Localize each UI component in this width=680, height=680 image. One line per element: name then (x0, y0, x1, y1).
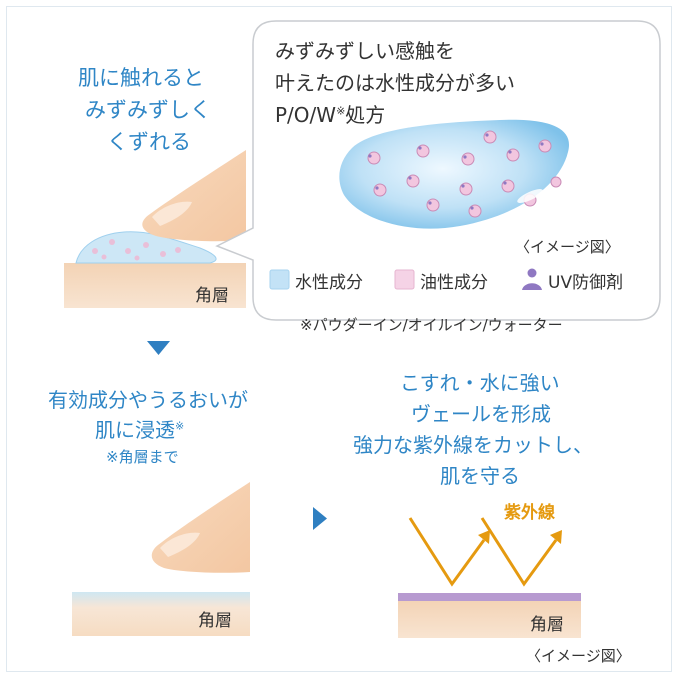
bubble-image-note: 〈イメージ図〉 (515, 238, 620, 256)
step1-layer-label: 角層 (195, 286, 229, 306)
step1-line-2: みずみずしく (85, 98, 211, 122)
bubble-line-3: P/O/W※処方 (275, 99, 385, 128)
step1-line-1: 肌に触れると (78, 66, 204, 90)
step1-finger (142, 150, 246, 242)
drop-uv-dots (368, 133, 544, 210)
formula-mark: ※ (336, 104, 346, 118)
legend-swatch-uv (522, 268, 542, 290)
step3-line-3: 強力な紫外線をカットし、 (353, 433, 593, 457)
step2-layer-label: 角層 (198, 611, 232, 631)
uv-ray-2 (480, 517, 558, 587)
step1-cream-dots (92, 239, 181, 261)
legend-swatch-water (269, 269, 290, 290)
arrow-right (313, 507, 327, 530)
uv-ray-1-head (478, 530, 490, 544)
legend-label-uv: UV防御剤 (548, 273, 624, 293)
step3-line-2: ヴェールを形成 (411, 402, 551, 426)
step2-mark: ※ (175, 419, 185, 433)
water-drop (339, 119, 570, 229)
legend-swatch-oil (394, 269, 415, 290)
uv-ray-2-head (550, 530, 562, 544)
step2-skin-layer (72, 592, 250, 636)
formula-name: P/O/W (275, 103, 337, 127)
legend-label-water: 水性成分 (295, 273, 363, 293)
step2-line-2: 肌に浸透※ (95, 414, 184, 443)
pow-footnote: ※パウダーイン/オイルイン/ウォーター (300, 316, 563, 334)
step2-line-1: 有効成分やうるおいが (48, 388, 248, 412)
step2-fingernail (160, 532, 200, 557)
step2-finger (151, 482, 250, 573)
step1-line-3: くずれる (107, 130, 191, 154)
step1-skin-layer (64, 263, 246, 308)
formula-suffix: 処方 (345, 103, 386, 127)
image-note-bottom: 〈イメージ図〉 (526, 647, 631, 665)
step2-line-2-text: 肌に浸透 (95, 418, 175, 442)
bubble-line-1: みずみずしい感触を (275, 39, 455, 63)
step3-veil (398, 593, 581, 601)
arrow-down (147, 341, 170, 355)
step3-layer-label: 角層 (530, 615, 564, 635)
step3-line-4: 肌を守る (440, 464, 520, 488)
legend-label-oil: 油性成分 (420, 273, 488, 293)
bubble-line-2: 叶えたのは水性成分が多い (275, 71, 515, 95)
panel-frame (6, 6, 672, 672)
step2-note: ※角層まで (106, 448, 179, 466)
step1-fingernail (152, 201, 192, 226)
step3-line-1: こすれ・水に強い (400, 371, 560, 395)
step3-skin-layer (398, 600, 581, 638)
uv-label: 紫外線 (504, 503, 555, 523)
drop-highlight (517, 189, 543, 203)
uv-ray-1 (408, 517, 486, 587)
